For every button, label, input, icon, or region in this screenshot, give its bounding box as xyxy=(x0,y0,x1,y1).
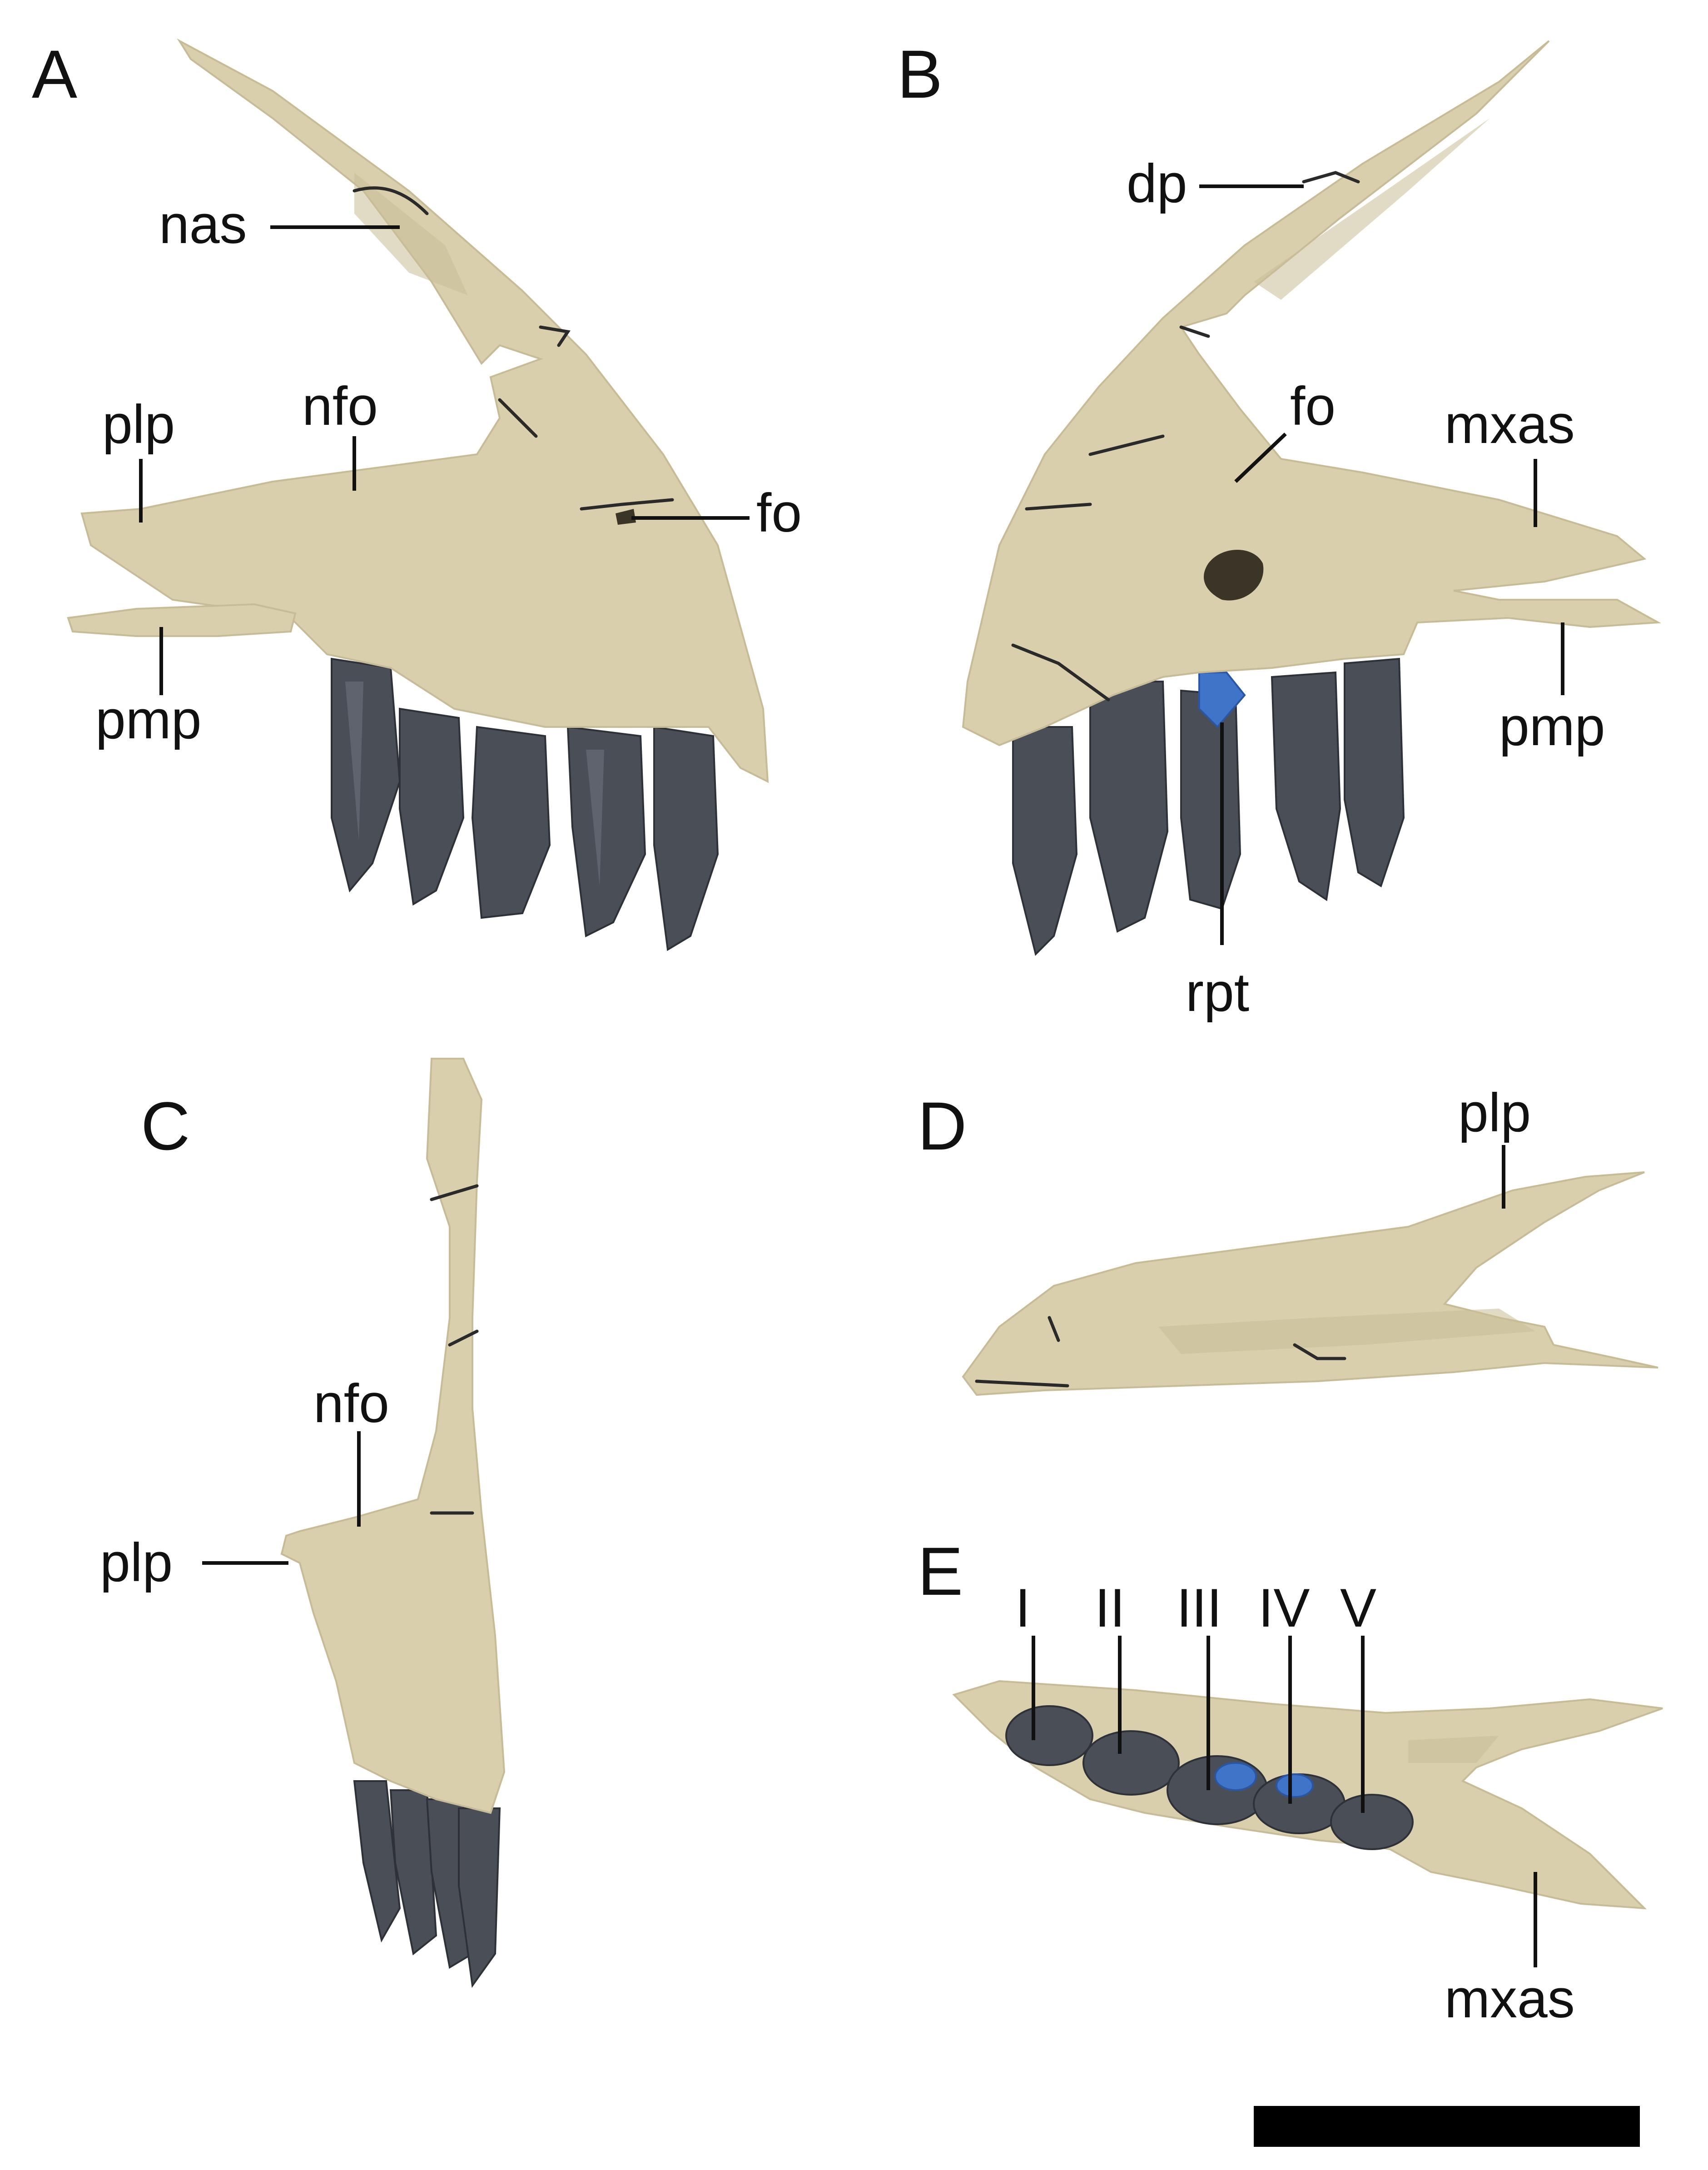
panel-b-label-pmp: pmp xyxy=(1499,696,1605,757)
panel-b-label-fo: fo xyxy=(1290,376,1336,437)
panel-e-tooth-III xyxy=(1167,1755,1268,1825)
panel-c-teeth xyxy=(353,1780,501,1988)
panel-c-label-plp: plp xyxy=(100,1532,173,1593)
panel-e-label-mxas: mxas xyxy=(1445,1968,1575,2029)
panel-e-tooth-I xyxy=(1005,1705,1093,1766)
panel-e-tooth-V xyxy=(1330,1794,1414,1850)
panel-a-label-plp: plp xyxy=(102,394,175,455)
panel-a-tooth-4 xyxy=(566,726,646,938)
panel-b-label-dp: dp xyxy=(1127,153,1187,214)
panel-e-tooth-crowns xyxy=(1005,1705,1414,1850)
panel-b-label-rpt: rpt xyxy=(1186,962,1249,1023)
scale-bar xyxy=(1254,2106,1640,2147)
panel-c: C nfo plp xyxy=(100,1058,506,1988)
panel-b-tooth-2 xyxy=(1089,681,1169,933)
panel-b-replacement-tooth xyxy=(1198,672,1246,728)
panel-b-tooth-1 xyxy=(1012,726,1078,956)
panel-a-maxilla xyxy=(80,38,769,783)
panel-d-maxilla xyxy=(962,1171,1658,1396)
panel-a-tooth-2 xyxy=(399,707,465,906)
panel-a-tooth-3 xyxy=(471,726,551,919)
panel-b-tooth-4 xyxy=(1271,671,1341,901)
panel-a-palatal-process xyxy=(67,603,297,637)
panel-d: D plp xyxy=(918,1082,1658,1396)
panel-e-label-III: III xyxy=(1177,1578,1222,1638)
panel-b-maxilla xyxy=(962,40,1661,747)
panel-b-foramen-hole xyxy=(1204,550,1264,601)
panel-e-tooth-II xyxy=(1082,1730,1180,1796)
panel-b-tooth-3 xyxy=(1180,689,1241,910)
panel-a-tooth-5 xyxy=(653,726,719,951)
panel-a-label-nfo: nfo xyxy=(302,376,378,437)
panel-a-label-fo: fo xyxy=(756,483,802,543)
panel-c-maxilla xyxy=(280,1058,506,1814)
panel-d-label-plp: plp xyxy=(1458,1082,1531,1143)
panel-e-label-IV: IV xyxy=(1258,1578,1310,1638)
panel-a-label-pmp: pmp xyxy=(95,689,201,750)
panel-c-letter: C xyxy=(141,1088,190,1164)
panel-e-label-V: V xyxy=(1340,1578,1376,1638)
panel-b: B dp fo mxas pmp rpt xyxy=(897,36,1661,1023)
panel-e-letter: E xyxy=(918,1533,963,1609)
panel-a: A nas nfo plp fo pmp xyxy=(32,36,802,951)
panel-e: E I II III IV V mxas xyxy=(918,1533,1663,2029)
panel-a-label-nas: nas xyxy=(159,194,247,255)
panel-d-letter: D xyxy=(918,1088,967,1164)
panel-c-tooth-1 xyxy=(353,1780,401,1943)
panel-b-tooth-5 xyxy=(1344,657,1405,887)
panel-e-label-II: II xyxy=(1095,1578,1125,1638)
panel-a-tooth-1 xyxy=(331,657,401,893)
panel-b-letter: B xyxy=(897,36,943,112)
panel-c-label-nfo: nfo xyxy=(313,1373,389,1434)
panel-e-label-I: I xyxy=(1015,1578,1030,1638)
panel-a-teeth xyxy=(331,657,719,951)
panel-a-letter: A xyxy=(32,36,77,112)
panel-b-label-mxas: mxas xyxy=(1445,394,1575,455)
